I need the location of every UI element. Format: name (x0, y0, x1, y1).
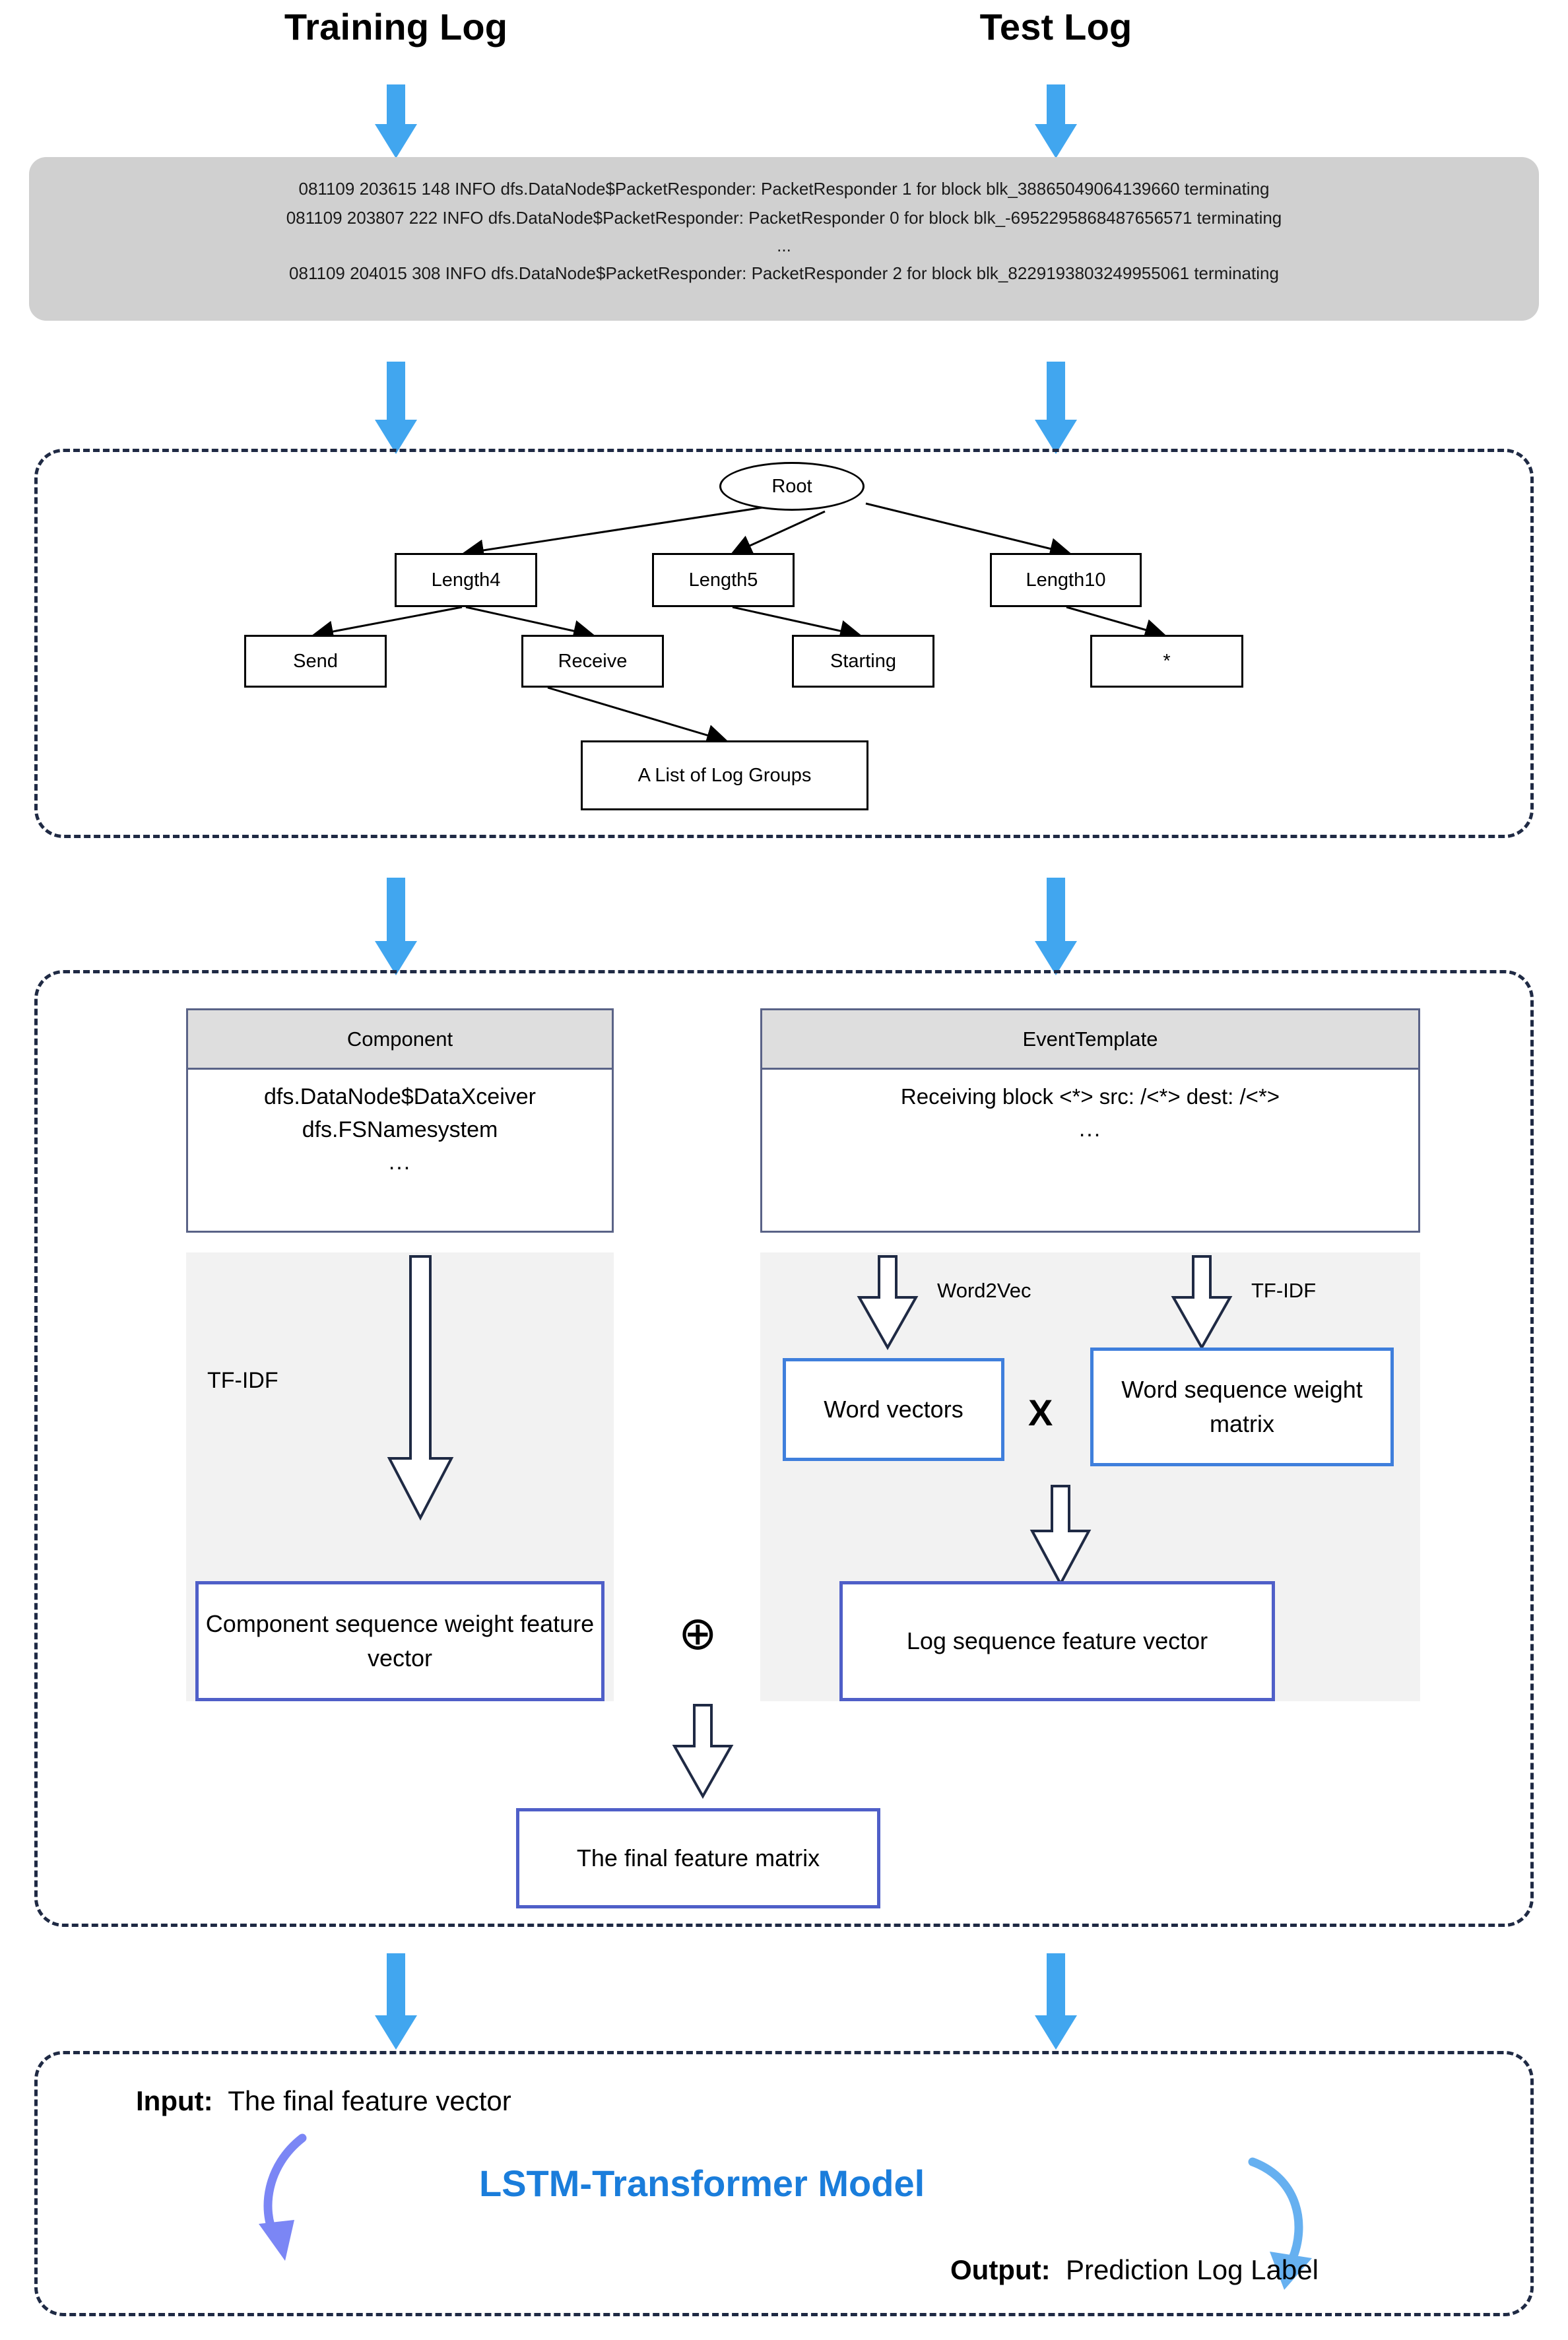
event-template-table-header: EventTemplate (762, 1010, 1418, 1070)
left-tfidf-label: TF-IDF (207, 1368, 278, 1393)
word-vectors-box: Word vectors (783, 1358, 1004, 1461)
log-line: 081109 203807 222 INFO dfs.DataNode$Pack… (286, 208, 1282, 228)
table-row: dfs.FSNamesystem (302, 1117, 498, 1142)
event-template-table: EventTemplate Receiving block <*> src: /… (760, 1008, 1420, 1233)
tree-node-wildcard: * (1090, 635, 1243, 688)
model-panel (34, 2051, 1534, 2316)
tree-node-length10: Length10 (990, 553, 1142, 607)
word-vectors-label: Word vectors (824, 1396, 964, 1423)
final-feature-matrix-box: The final feature matrix (516, 1808, 880, 1908)
arrow-parser-to-feature-right (1035, 878, 1077, 977)
log-line: 081109 204015 308 INFO dfs.DataNode$Pack… (289, 263, 1279, 283)
arrow-log-to-parser-left (375, 362, 417, 454)
event-template-table-body: Receiving block <*> src: /<*> dest: /<*>… (762, 1070, 1418, 1231)
table-ellipsis: ... (1078, 1117, 1102, 1142)
log-sequence-feature-vector-box: Log sequence feature vector (839, 1581, 1275, 1701)
model-input-label: Input (136, 2085, 204, 2116)
arrow-test-to-log (1035, 84, 1077, 158)
arrow-feature-to-model-right (1035, 1953, 1077, 2051)
tree-node-root: Root (719, 462, 865, 511)
word2vec-arrow (851, 1254, 924, 1353)
component-sequence-weight-vector-box: Component sequence weight feature vector (195, 1581, 604, 1701)
arrow-training-to-log (375, 84, 417, 158)
multiply-symbol: X (1028, 1392, 1053, 1433)
tree-node-starting: Starting (792, 635, 934, 688)
model-input-value: The final feature vector (228, 2085, 511, 2116)
right-tfidf-label: TF-IDF (1251, 1279, 1317, 1302)
model-output-label: Output (950, 2254, 1041, 2285)
arrow-feature-to-model-left (375, 1953, 417, 2051)
model-name: LSTM-Transformer Model (479, 2162, 925, 2204)
model-output-line: Output: Prediction Log Label (950, 2254, 1319, 2285)
word-sequence-weight-matrix-box: Word sequence weight matrix (1090, 1348, 1394, 1466)
component-tfidf-arrow (377, 1254, 463, 1531)
log-parser-panel (34, 449, 1534, 838)
word2vec-label: Word2Vec (937, 1279, 1031, 1302)
component-table-header: Component (188, 1010, 612, 1070)
tree-node-log-groups: A List of Log Groups (581, 740, 868, 810)
test-log-title: Test Log (979, 6, 1132, 48)
tree-node-length5: Length5 (652, 553, 795, 607)
tfidf-arrow (1165, 1254, 1238, 1353)
log-line: 081109 203615 148 INFO dfs.DataNode$Pack… (298, 179, 1270, 199)
input-curve-arrow (251, 2131, 343, 2263)
feature-extraction-panel (34, 970, 1534, 1927)
log-vector-arrow (1024, 1483, 1097, 1589)
tree-node-length4: Length4 (395, 553, 537, 607)
table-row: dfs.DataNode$DataXceiver (263, 1084, 536, 1109)
log-sequence-feature-vector-label: Log sequence feature vector (906, 1627, 1208, 1654)
table-row: Receiving block <*> src: /<*> dest: /<*> (900, 1084, 1280, 1109)
training-log-title: Training Log (284, 6, 508, 48)
arrow-parser-to-feature-left (375, 878, 417, 977)
output-curve-arrow (1229, 2153, 1328, 2291)
log-ellipsis: ... (777, 236, 791, 255)
model-input-line: Input: The final feature vector (136, 2085, 511, 2116)
concat-symbol: ⊕ (678, 1608, 717, 1659)
final-matrix-arrow (667, 1703, 739, 1802)
component-sequence-weight-vector-label: Component sequence weight feature vector (205, 1610, 595, 1672)
tree-node-receive: Receive (521, 635, 664, 688)
table-ellipsis: ... (388, 1150, 412, 1175)
raw-log-block: 081109 203615 148 INFO dfs.DataNode$Pack… (29, 157, 1539, 321)
tree-node-send: Send (244, 635, 387, 688)
component-table: Component dfs.DataNode$DataXceiver dfs.F… (186, 1008, 614, 1233)
final-feature-matrix-label: The final feature matrix (576, 1844, 820, 1871)
model-output-value: Prediction Log Label (1065, 2254, 1319, 2285)
component-table-body: dfs.DataNode$DataXceiver dfs.FSNamesyste… (188, 1070, 612, 1231)
word-sequence-weight-matrix-label: Word sequence weight matrix (1121, 1376, 1363, 1437)
arrow-log-to-parser-right (1035, 362, 1077, 454)
